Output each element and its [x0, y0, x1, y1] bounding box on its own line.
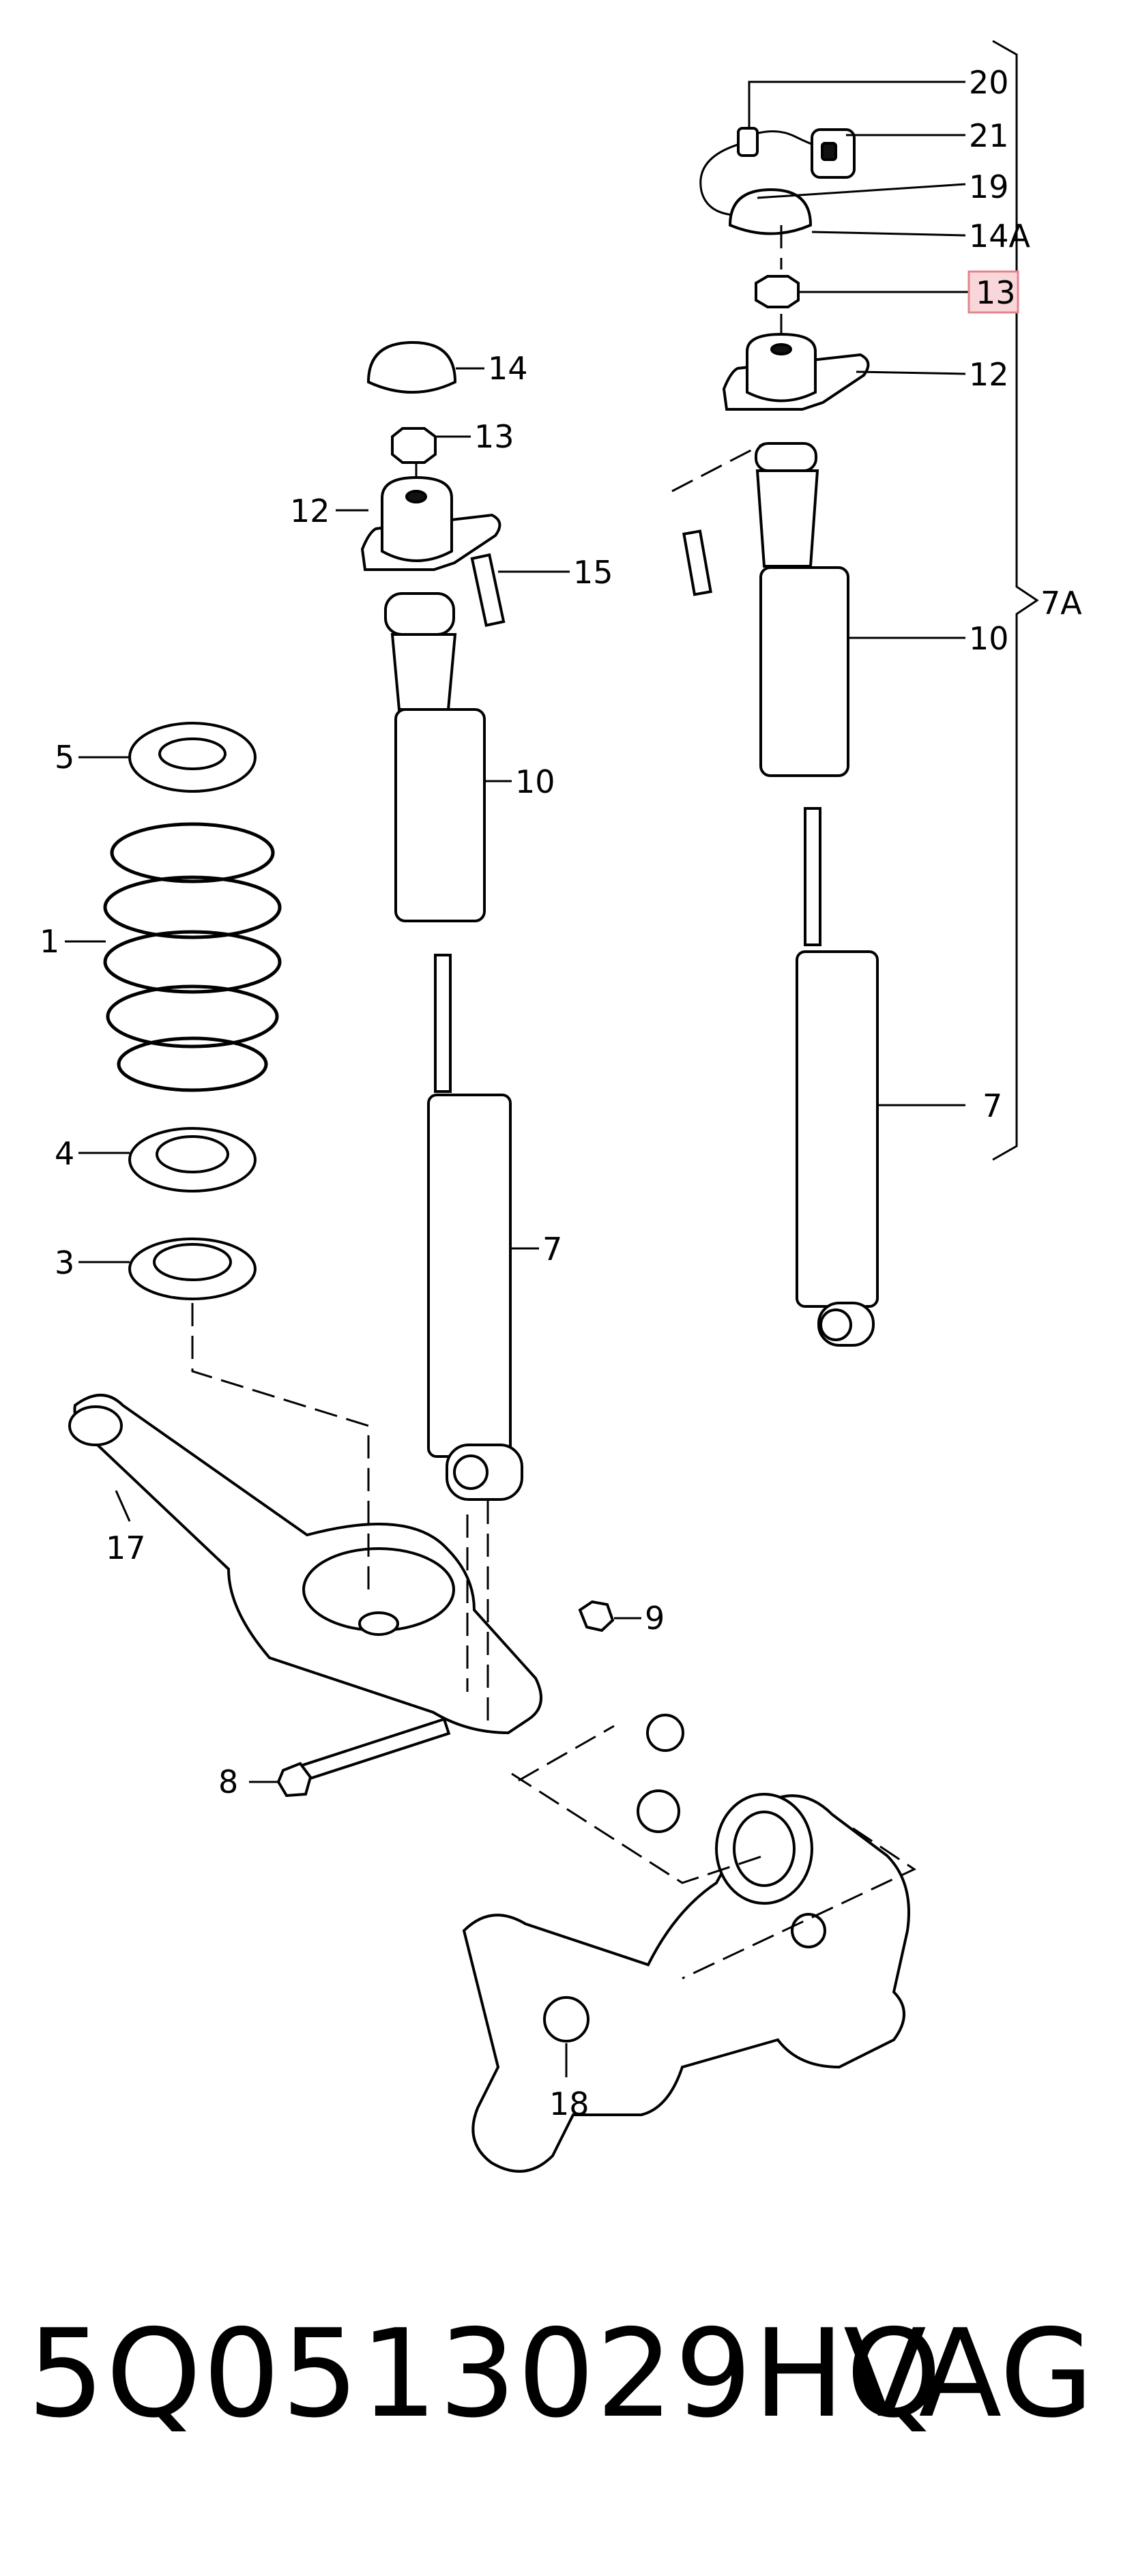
label-13-left: 13 [474, 418, 514, 455]
bump-stop-left [384, 592, 455, 636]
spring-seat-3-inner [153, 1243, 232, 1281]
right-shock-assembly [671, 127, 879, 1347]
highlight-box-13 [967, 270, 1019, 314]
nut-9 [578, 1600, 615, 1633]
label-13-right: 13 [976, 274, 1016, 311]
bump-stop-left-body [390, 633, 457, 711]
label-3: 3 [55, 1244, 74, 1281]
coil-spring-1 [103, 822, 282, 1092]
label-1: 1 [40, 923, 59, 960]
wheel-carrier-hub-inner [733, 1811, 796, 1887]
top-mount-12-left-body [381, 475, 453, 562]
label-14: 14 [488, 350, 528, 387]
damper-7-right [796, 950, 879, 1308]
trailing-arm-cup-hole [358, 1611, 399, 1636]
damper-7-left-bush [453, 1454, 489, 1490]
damper-7-left [427, 1094, 512, 1458]
label-5: 5 [55, 739, 74, 776]
label-17: 17 [106, 1530, 146, 1566]
label-4: 4 [55, 1135, 74, 1172]
leader-lines [65, 80, 969, 2077]
dust-boot-10-right [759, 566, 849, 777]
label-7-left: 7 [542, 1231, 562, 1268]
wheel-carrier-bush-c [543, 1996, 589, 2043]
cap-14A [728, 188, 813, 235]
dust-boot-10-left [394, 708, 486, 922]
part-number: 5Q0513029HQ [27, 2303, 944, 2444]
top-mount-12-left-hole [405, 490, 427, 503]
top-mount-12-right-hole [770, 343, 792, 355]
assembly-dash-lines [191, 464, 917, 1980]
label-9: 9 [645, 1600, 665, 1637]
bump-stop-right-body [755, 469, 819, 568]
sensor-plug-20 [737, 127, 759, 157]
damper-7-right-bush [819, 1308, 852, 1341]
wheel-carrier-bush-b [637, 1789, 680, 1833]
bolt-dash [671, 442, 765, 493]
wheel-carrier-18 [462, 1714, 910, 2173]
label-14A: 14A [969, 218, 1031, 254]
label-12-left: 12 [290, 493, 330, 529]
label-15: 15 [573, 554, 613, 591]
label-21: 21 [969, 117, 1009, 154]
label-18: 18 [549, 2085, 589, 2122]
nut-13-right [755, 275, 800, 308]
label-20: 20 [969, 64, 1009, 101]
label-7-right: 7 [982, 1087, 1002, 1124]
connector-21-slot [821, 142, 837, 161]
trailing-arm-bush [68, 1405, 123, 1446]
brand-name: VAG [843, 2303, 1094, 2444]
bolt-8 [293, 1717, 451, 1784]
spring-seat-5-inner [158, 737, 227, 770]
wheel-carrier-body [462, 1794, 910, 2173]
wheel-carrier-bush-d [791, 1913, 826, 1948]
wheel-carrier-bush-a [646, 1714, 684, 1752]
spring-pad-4-inner [156, 1135, 229, 1173]
spring-stack [103, 722, 282, 1300]
bolt-15-left [470, 553, 506, 627]
trailing-arm-body [73, 1394, 542, 1735]
trailing-arm-17 [68, 1394, 615, 1798]
top-mount-12-right-body [746, 332, 817, 402]
bolt-15-right [682, 529, 712, 596]
label-7A: 7A [1040, 585, 1082, 621]
nut-13-left [391, 427, 437, 464]
left-shock-assembly [360, 340, 523, 1501]
label-19: 19 [969, 169, 1009, 205]
piston-rod-right [804, 807, 821, 946]
label-10-right: 10 [969, 620, 1009, 657]
label-12-right: 12 [969, 356, 1009, 393]
piston-rod-left [434, 954, 452, 1093]
bump-stop-right [755, 442, 817, 472]
label-8: 8 [218, 1763, 238, 1800]
callout-labels: 20 21 19 14A 13 12 7A 10 7 14 13 12 15 1… [40, 64, 1082, 2122]
bracket-7A [992, 40, 1039, 1161]
cap-14-left [366, 340, 457, 394]
label-10-left: 10 [515, 763, 555, 800]
footer: 5Q0513029HQ VAG [0, 2306, 1121, 2442]
